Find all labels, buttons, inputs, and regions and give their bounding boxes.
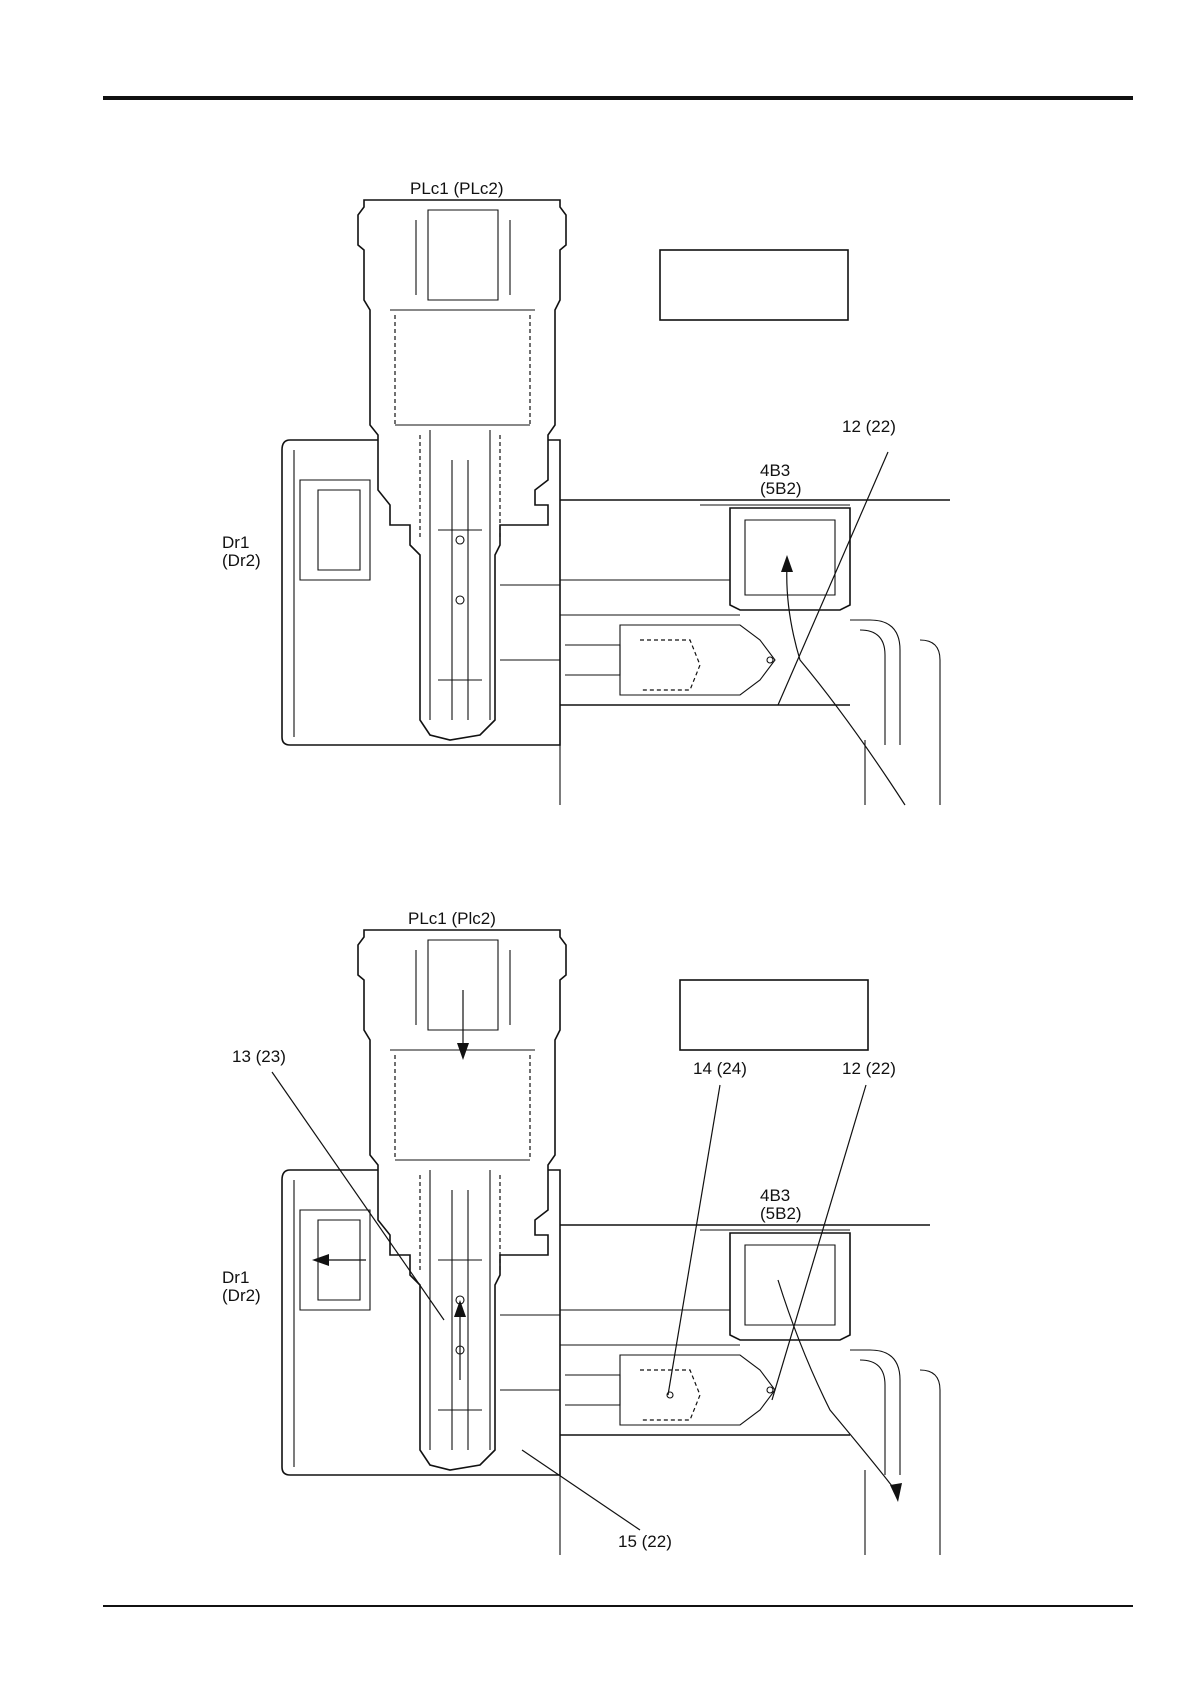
callout-15: 15 (22) <box>618 1532 672 1551</box>
valve-right-block <box>560 1225 940 1555</box>
leader-13 <box>272 1072 444 1320</box>
port-label-4b3-1: 4B3 <box>760 461 790 480</box>
port-label-4b3-2: (5B2) <box>760 479 802 498</box>
drain-label-2: (Dr2) <box>222 1286 261 1305</box>
callout-12: 12 (22) <box>842 417 896 436</box>
state-label-box <box>680 980 868 1050</box>
leader-12 <box>772 1085 866 1400</box>
callout-14: 14 (24) <box>693 1059 747 1078</box>
valve-cap <box>358 200 566 740</box>
port-label-plc: PLc1 (Plc2) <box>408 909 496 928</box>
drain-label-1: Dr1 <box>222 1268 249 1287</box>
valve-diagram-lower: PLc1 (Plc2) Dr1 (Dr2) 4B3 (5B2) 13 (23) … <box>0 880 1190 1560</box>
callout-13: 13 (23) <box>232 1047 286 1066</box>
flow-arrow <box>787 565 905 805</box>
valve-diagram-upper: PLc1 (PLc2) Dr1 (Dr2) 4B3 (5B2) 12 (22) <box>0 160 1190 810</box>
port-label-plc: PLc1 (PLc2) <box>410 179 504 198</box>
valve-right-block <box>560 500 950 805</box>
leader-15 <box>522 1450 640 1530</box>
footer-rule <box>103 1605 1133 1607</box>
valve-cap <box>358 930 566 1470</box>
state-label-box <box>660 250 848 320</box>
leader-14 <box>668 1085 720 1395</box>
valve-housing <box>282 440 560 745</box>
drain-label-2: (Dr2) <box>222 551 261 570</box>
drain-label-1: Dr1 <box>222 533 249 552</box>
callout-12: 12 (22) <box>842 1059 896 1078</box>
flow-arrow-tank <box>778 1280 895 1490</box>
valve-housing <box>282 1170 560 1475</box>
port-label-4b3-1: 4B3 <box>760 1186 790 1205</box>
header-rule <box>103 96 1133 100</box>
port-label-4b3-2: (5B2) <box>760 1204 802 1223</box>
